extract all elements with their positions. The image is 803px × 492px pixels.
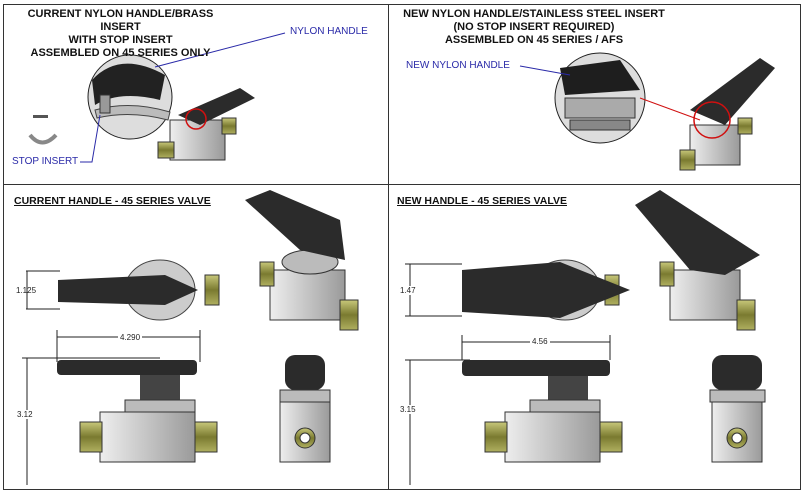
bottom-right-side-view: [709, 355, 766, 463]
stop-insert-part: [28, 115, 58, 145]
bottom-left-side-view: [279, 355, 331, 463]
bottom-left-iso-view: [245, 190, 359, 331]
bottom-left-front-view: [22, 330, 218, 485]
callout-new-nylon-handle: NEW NYLON HANDLE: [406, 60, 510, 71]
title-line: WITH STOP INSERT: [68, 34, 173, 46]
bottom-right-section-title: NEW HANDLE - 45 SERIES VALVE: [397, 195, 567, 207]
dim-height: 3.15: [400, 405, 416, 414]
top-left-valve: [157, 88, 255, 161]
bottom-left-top-view: [26, 259, 220, 321]
top-right-zoom-detail: [554, 52, 646, 144]
title-line: CURRENT NYLON HANDLE/BRASS INSERT: [27, 8, 214, 33]
bottom-left-section-title: CURRENT HANDLE - 45 SERIES VALVE: [14, 195, 211, 207]
top-right-title: NEW NYLON HANDLE/STAINLESS STEEL INSERT …: [394, 8, 674, 47]
bottom-right-iso-view: [635, 190, 760, 331]
drawing-frame: [3, 4, 801, 490]
dim-handle-width: 1.125: [16, 286, 37, 295]
dim-handle-length: 4.56: [530, 337, 550, 346]
title-line: ASSEMBLED ON 45 SERIES / AFS: [444, 34, 624, 46]
callout-nylon-handle: NYLON HANDLE: [290, 26, 368, 37]
callout-line-stop: [80, 114, 101, 163]
bottom-right-front-view: [405, 335, 623, 485]
title-line: (NO STOP INSERT REQUIRED): [453, 21, 615, 33]
callout-line-new-handle: [519, 65, 571, 76]
top-left-title: CURRENT NYLON HANDLE/BRASS INSERT WITH S…: [8, 8, 233, 60]
bottom-right-top-view: [405, 259, 630, 321]
divider-vertical: [388, 4, 389, 490]
divider-horizontal: [3, 184, 801, 185]
dim-handle-length: 4.290: [118, 333, 143, 342]
title-line: ASSEMBLED ON 45 SERIES ONLY: [30, 47, 211, 59]
callout-line-handle: [154, 32, 286, 68]
highlight-connector: [639, 97, 701, 121]
dim-height: 3.12: [17, 410, 33, 419]
title-line: NEW NYLON HANDLE/STAINLESS STEEL INSERT: [403, 8, 665, 20]
top-right-valve: [679, 58, 775, 171]
dim-handle-width: 1.47: [400, 286, 416, 295]
callout-stop-insert: STOP INSERT: [12, 156, 79, 167]
top-left-zoom-detail: [87, 54, 173, 140]
